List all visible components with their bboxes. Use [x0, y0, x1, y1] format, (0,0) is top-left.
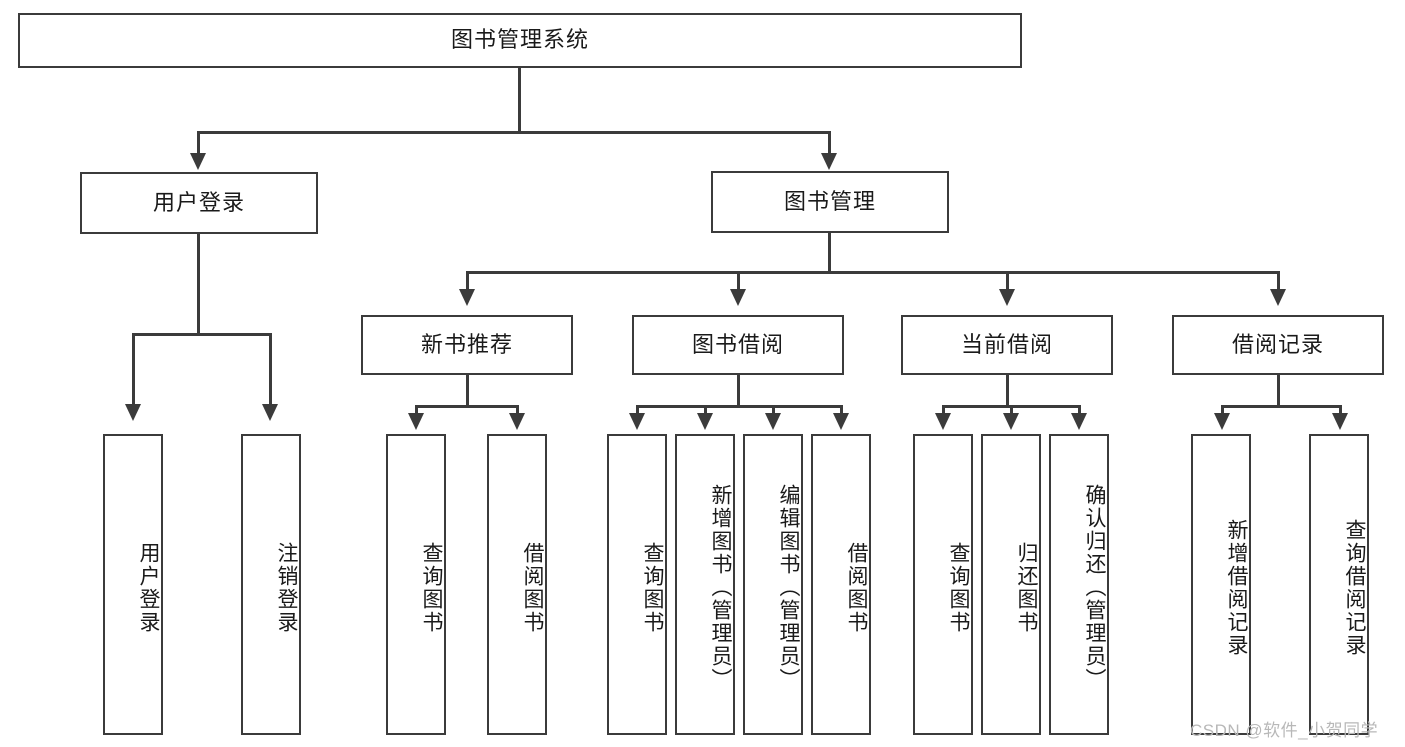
- leaf-bb-query-book[interactable]: 查询图书: [607, 434, 667, 735]
- leaf-bb-edit-book-admin[interactable]: 编辑图书（管理员）: [743, 434, 803, 735]
- watermark-text: CSDN @软件_小贺同学: [1190, 721, 1379, 740]
- node-label: 图书借阅: [691, 331, 784, 357]
- node-label: 借阅图书: [521, 541, 544, 634]
- arrow-cb-leaf-2: [1003, 413, 1019, 430]
- connector-user-login-left-drop: [132, 333, 135, 406]
- node-label: 查询图书: [641, 541, 664, 634]
- connector-bm-to-borrow-record: [1277, 271, 1280, 291]
- node-label: 新增图书（管理员）: [709, 484, 732, 691]
- node-label: 图书管理系统: [450, 27, 589, 53]
- connector-br-drop-1: [1221, 405, 1224, 415]
- arrow-root-to-user-login: [190, 153, 206, 170]
- leaf-bb-borrow-book[interactable]: 借阅图书: [811, 434, 871, 735]
- leaf-cb-confirm-return-admin[interactable]: 确认归还（管理员）: [1049, 434, 1109, 735]
- node-book-borrow[interactable]: 图书借阅: [632, 315, 844, 375]
- connector-br-drop-2: [1339, 405, 1342, 415]
- connector-br-bus: [1221, 405, 1342, 408]
- node-label: 新增借阅记录: [1225, 518, 1248, 657]
- connector-nbr-drop-1: [415, 405, 418, 415]
- node-label: 图书管理: [783, 188, 876, 214]
- arrow-bm-to-borrow-record: [1270, 289, 1286, 306]
- arrow-bb-leaf-3: [765, 413, 781, 430]
- connector-user-login-stem: [197, 234, 200, 335]
- node-current-borrow[interactable]: 当前借阅: [901, 315, 1113, 375]
- arrow-user-login-leaf-2: [262, 404, 278, 421]
- arrow-user-login-leaf-1: [125, 404, 141, 421]
- node-borrow-record[interactable]: 借阅记录: [1172, 315, 1384, 375]
- connector-bb-drop-2: [704, 405, 707, 415]
- leaf-cb-query-book[interactable]: 查询图书: [913, 434, 973, 735]
- leaf-nbr-query-book[interactable]: 查询图书: [386, 434, 446, 735]
- arrow-bm-to-new-book: [459, 289, 475, 306]
- node-label: 用户登录: [152, 189, 245, 215]
- leaf-cb-return-book[interactable]: 归还图书: [981, 434, 1041, 735]
- arrow-cb-leaf-3: [1071, 413, 1087, 430]
- connector-root-to-user-login: [197, 131, 200, 156]
- arrow-root-to-book-management: [821, 153, 837, 170]
- connector-root-stem-main: [518, 68, 521, 133]
- csdn-watermark: CSDN @软件_小贺同学: [1190, 716, 1378, 741]
- connector-book-management-stem: [828, 233, 831, 273]
- node-user-login[interactable]: 用户登录: [80, 172, 318, 234]
- arrow-cb-leaf-1: [935, 413, 951, 430]
- connector-root-to-book-management: [828, 131, 831, 156]
- connector-bb-drop-3: [772, 405, 775, 415]
- node-label: 确认归还（管理员）: [1083, 484, 1106, 691]
- node-new-book-recommend[interactable]: 新书推荐: [361, 315, 573, 375]
- arrow-br-leaf-2: [1332, 413, 1348, 430]
- leaf-nbr-borrow-book[interactable]: 借阅图书: [487, 434, 547, 735]
- node-label: 查询图书: [420, 541, 443, 634]
- arrow-nbr-leaf-1: [408, 413, 424, 430]
- connector-user-login-right-drop: [269, 333, 272, 406]
- node-label: 归还图书: [1015, 541, 1038, 634]
- node-label: 用户登录: [137, 541, 160, 634]
- connector-root-bus: [197, 131, 831, 134]
- arrow-nbr-leaf-2: [509, 413, 525, 430]
- node-label: 编辑图书（管理员）: [777, 484, 800, 691]
- connector-nbr-stem: [466, 375, 469, 407]
- arrow-bb-leaf-1: [629, 413, 645, 430]
- connector-nbr-drop-2: [516, 405, 519, 415]
- arrow-br-leaf-1: [1214, 413, 1230, 430]
- connector-bb-bus: [636, 405, 842, 408]
- connector-nbr-bus: [415, 405, 519, 408]
- arrow-bb-leaf-4: [833, 413, 849, 430]
- connector-bm-to-book-borrow: [737, 271, 740, 291]
- node-label: 查询借阅记录: [1343, 518, 1366, 657]
- leaf-user-login-logout[interactable]: 注销登录: [241, 434, 301, 735]
- node-label: 新书推荐: [420, 331, 513, 357]
- connector-bb-drop-1: [636, 405, 639, 415]
- leaf-bb-add-book-admin[interactable]: 新增图书（管理员）: [675, 434, 735, 735]
- arrow-bm-to-current-borrow: [999, 289, 1015, 306]
- node-label: 当前借阅: [960, 331, 1053, 357]
- connector-cb-stem: [1006, 375, 1009, 407]
- node-label: 借阅图书: [845, 541, 868, 634]
- connector-cb-drop-2: [1010, 405, 1013, 415]
- connector-bm-to-new-book: [466, 271, 469, 291]
- connector-br-stem: [1277, 375, 1280, 407]
- connector-user-login-bus: [132, 333, 270, 336]
- connector-cb-drop-1: [942, 405, 945, 415]
- connector-bb-stem: [737, 375, 740, 407]
- node-label: 借阅记录: [1231, 331, 1324, 357]
- leaf-br-add-record[interactable]: 新增借阅记录: [1191, 434, 1251, 735]
- connector-book-management-bus: [466, 271, 1277, 274]
- node-label: 注销登录: [275, 541, 298, 634]
- leaf-br-query-record[interactable]: 查询借阅记录: [1309, 434, 1369, 735]
- node-book-management[interactable]: 图书管理: [711, 171, 949, 233]
- connector-bb-drop-4: [840, 405, 843, 415]
- node-label: 查询图书: [947, 541, 970, 634]
- node-root-book-management-system[interactable]: 图书管理系统: [18, 13, 1022, 68]
- connector-bm-to-current-borrow: [1006, 271, 1009, 291]
- leaf-user-login-login[interactable]: 用户登录: [103, 434, 163, 735]
- arrow-bm-to-book-borrow: [730, 289, 746, 306]
- connector-cb-drop-3: [1078, 405, 1081, 415]
- arrow-bb-leaf-2: [697, 413, 713, 430]
